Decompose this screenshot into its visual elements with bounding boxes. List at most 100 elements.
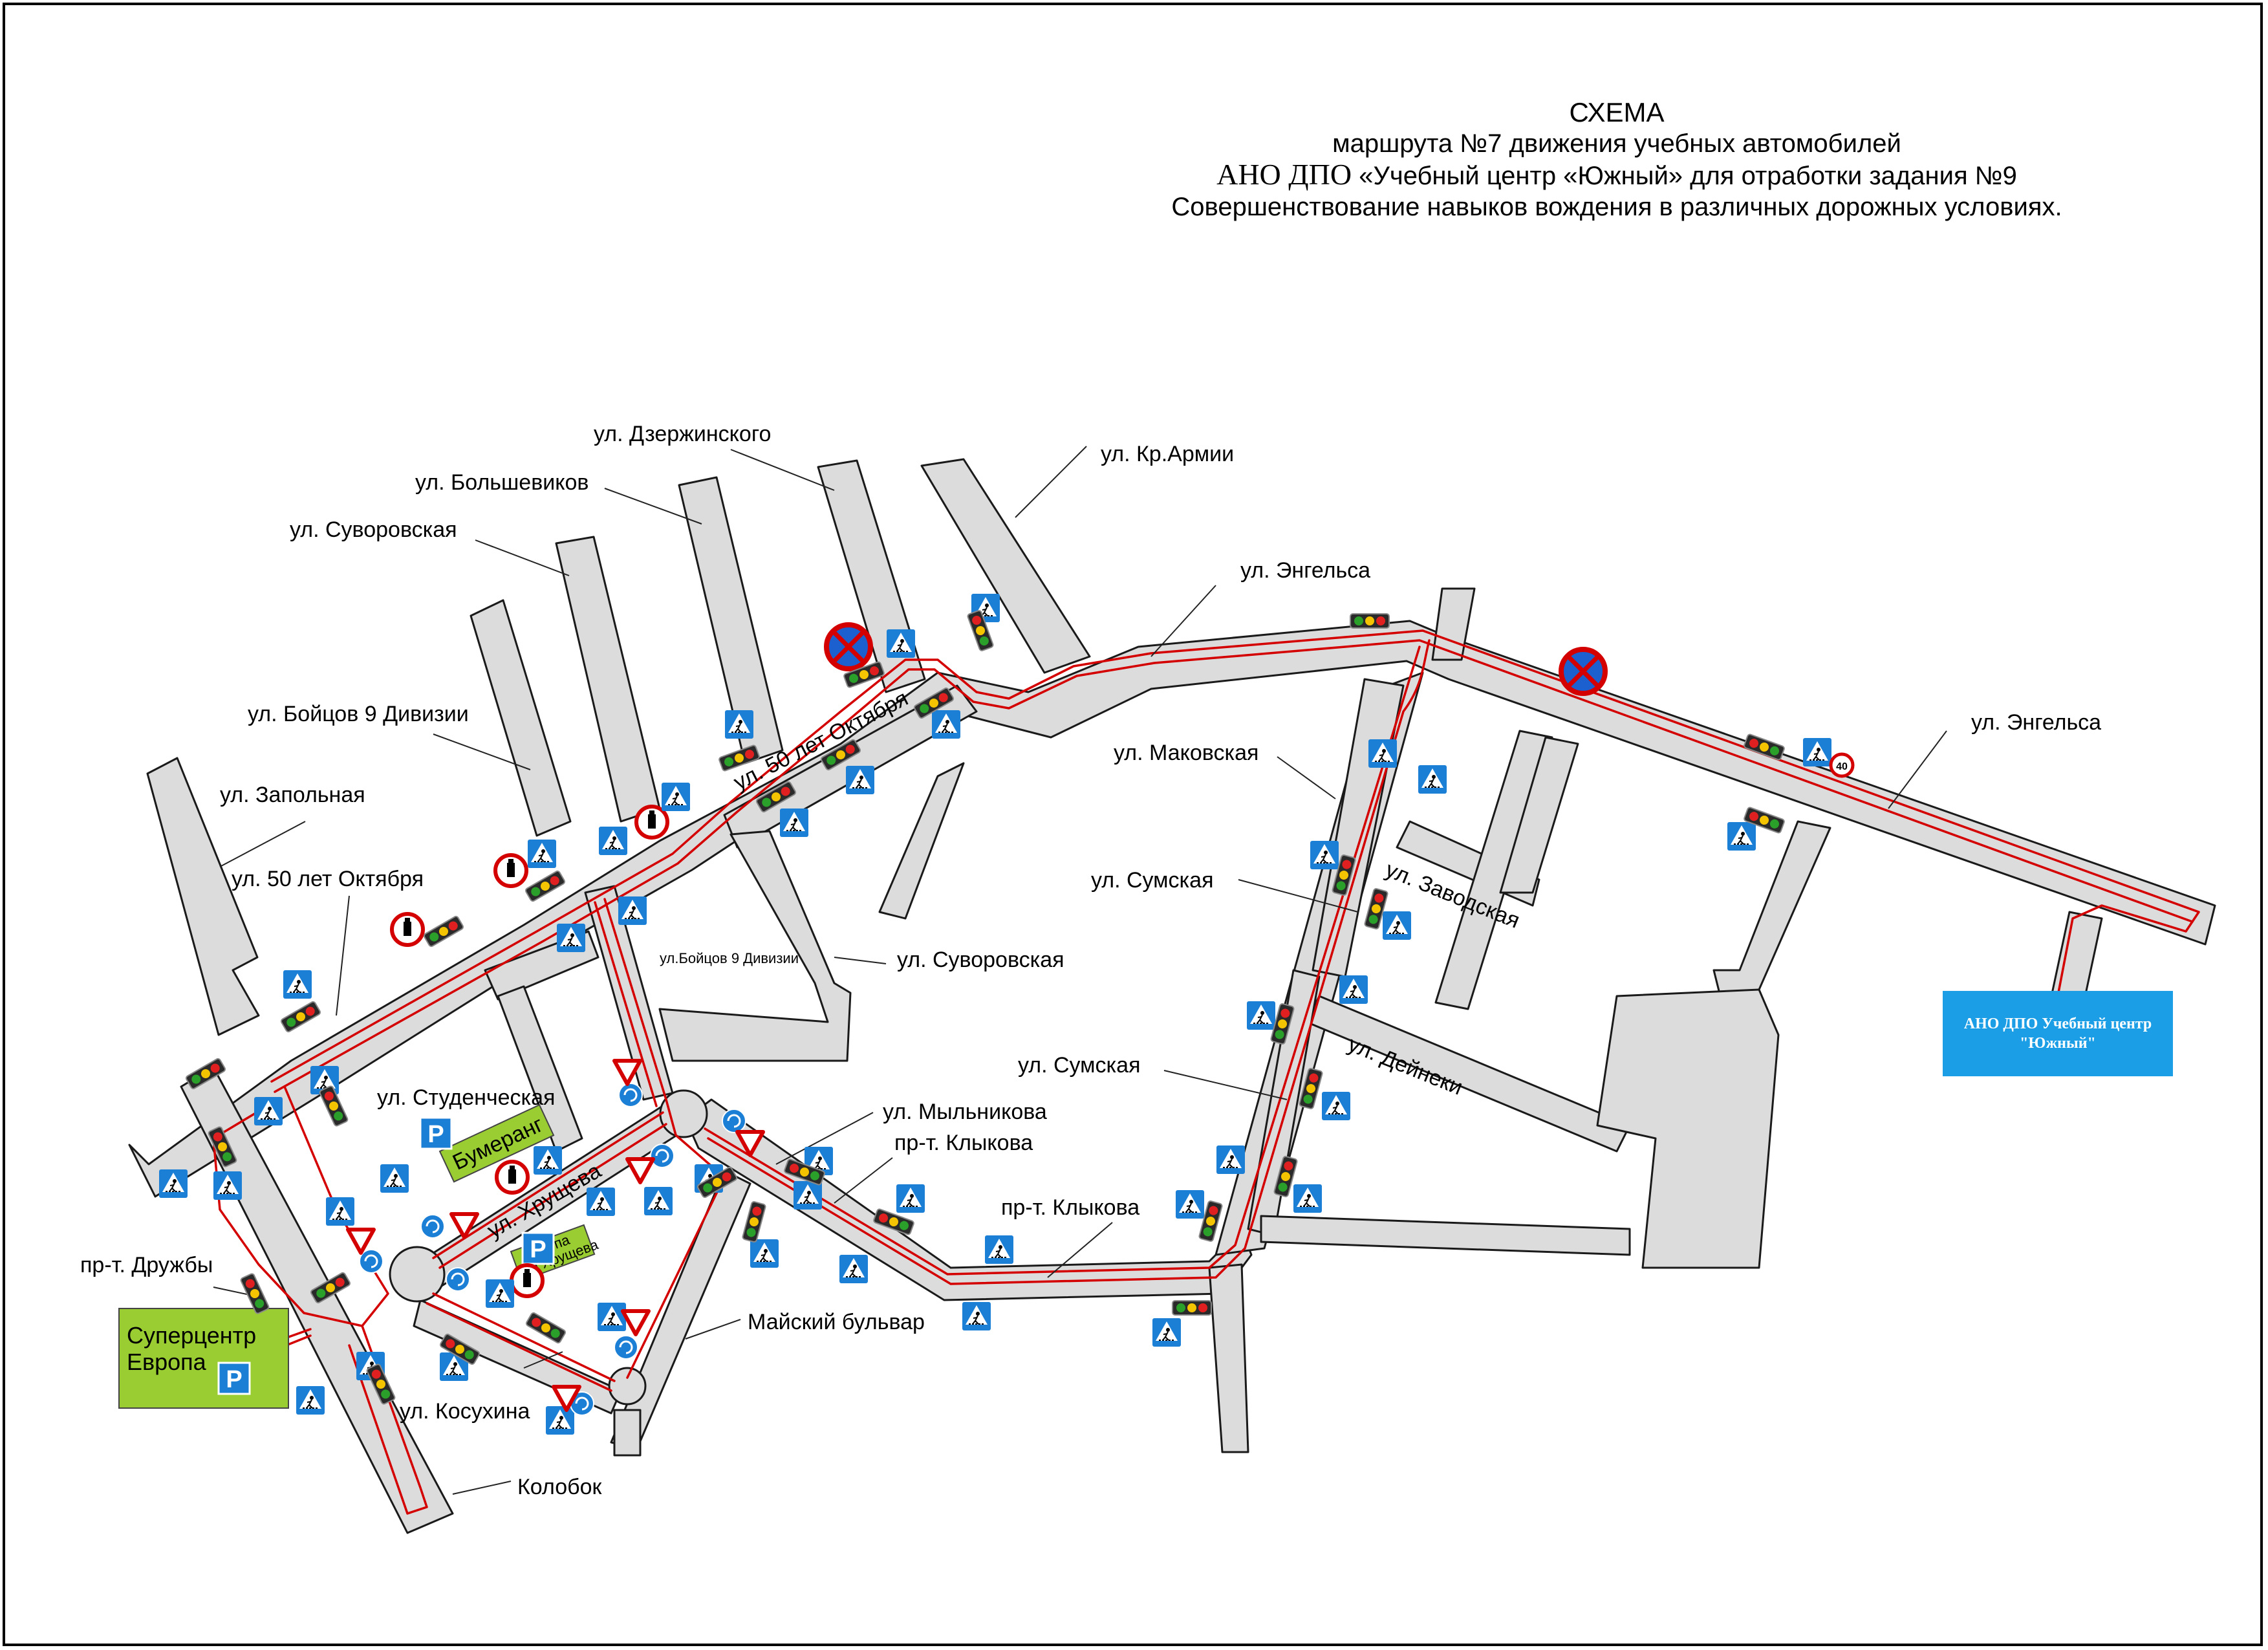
route-main-b — [274, 639, 2194, 1093]
speed-limit-value: 40 — [1836, 761, 1848, 772]
label-maiskiy: Майский бульвар — [748, 1310, 925, 1334]
label-studencheskaya: ул. Студенческая — [377, 1085, 555, 1110]
title-org-prefix: АНО ДПО — [1216, 158, 1352, 191]
route-sumskaya — [707, 639, 1431, 1285]
label-engelsa-2: ул. Энгельса — [1971, 710, 2101, 735]
traffic-light — [741, 1200, 767, 1243]
label-klykova-1: пр-т. Клыкова — [894, 1131, 1033, 1155]
title-heading: СХЕМА — [1569, 97, 1665, 127]
pedestrian-crossing-sign — [533, 1145, 563, 1175]
speed-limit-sign: 40 — [1829, 752, 1855, 778]
roundabout-mylnikova — [659, 1089, 708, 1138]
pedestrian-crossing-sign — [1339, 975, 1368, 1004]
road-block-diag — [497, 985, 583, 1153]
traffic-light — [422, 915, 465, 948]
label-kolobok: Колобок — [517, 1475, 602, 1499]
label-kosuhina: ул. Косухина — [400, 1399, 530, 1424]
label-let50-1: ул. 50 лет Октября — [232, 867, 424, 891]
pedestrian-crossing-sign — [586, 1187, 616, 1217]
label-zapolnaya: ул. Запольная — [220, 783, 365, 807]
pedestrian-crossing-sign — [1293, 1184, 1323, 1213]
roundabout-sign — [721, 1108, 747, 1134]
label-bolshevikov: ул. Большевиков — [415, 470, 589, 495]
pedestrian-crossing-sign — [283, 970, 312, 999]
label-suvorovskaya-mid: ул. Суворовская — [897, 948, 1064, 972]
school-line1: АНО ДПО Учебный центр — [1963, 1015, 2152, 1032]
roundabout-sign — [445, 1266, 471, 1292]
pedestrian-crossing-sign — [793, 1180, 823, 1210]
traffic-light — [524, 869, 567, 903]
traffic-light — [1172, 1300, 1212, 1316]
no-trucks-sign — [495, 855, 526, 886]
title-block: СХЕМА маршрута №7 движения учебных автом… — [1009, 97, 2225, 223]
pedestrian-crossing-sign — [984, 1235, 1014, 1265]
parking-sign-europa — [217, 1362, 251, 1395]
label-sumskaya-1: ул. Сумская — [1091, 868, 1213, 893]
yield-sign — [627, 1159, 653, 1182]
pedestrian-crossing-sign — [896, 1184, 925, 1213]
pedestrian-crossing-sign — [1368, 739, 1398, 768]
label-makovskaya: ул. Маковская — [1114, 741, 1258, 765]
pedestrian-crossing-sign — [556, 923, 586, 953]
pedestrian-crossing-sign — [485, 1279, 515, 1308]
pedestrian-crossing-sign — [158, 1169, 188, 1199]
label-dzerzhinskogo: ул. Дзержинского — [594, 422, 771, 446]
label-engelsa-1: ул. Энгельса — [1240, 558, 1370, 583]
school-line2: "Южный" — [2020, 1035, 2096, 1052]
traffic-light — [1350, 613, 1390, 629]
roundabouts — [389, 1089, 708, 1406]
route-hruscheva — [432, 1111, 667, 1269]
supercenter-box — [118, 1308, 289, 1409]
route-boitsov-b — [594, 901, 658, 1107]
pedestrian-crossing-sign — [1216, 1145, 1246, 1175]
pedestrian-crossing-sign — [724, 710, 754, 739]
pedestrian-crossing-sign — [1175, 1189, 1205, 1219]
road-east-bottom — [1260, 1215, 1631, 1256]
pedestrian-crossing-sign — [545, 1406, 575, 1435]
pedestrian-crossing-sign — [1152, 1318, 1182, 1347]
roundabout-sign — [649, 1143, 675, 1169]
pedestrian-crossing-sign — [1727, 821, 1756, 851]
pedestrian-crossing-sign — [1321, 1091, 1351, 1121]
roundabout-sign — [358, 1248, 384, 1274]
street-labels: ул. Дзержинского ул. Большевиков ул. Сув… — [80, 422, 2101, 1499]
title-line-task: Совершенствование навыков вождения в раз… — [1171, 193, 2062, 221]
pedestrian-crossing-sign — [750, 1239, 779, 1268]
pedestrian-crossing-sign — [527, 839, 557, 869]
route-sumskaya-b — [704, 646, 1421, 1275]
pedestrian-crossing-sign — [1246, 1001, 1276, 1030]
pedestrian-crossing-sign — [643, 1186, 673, 1216]
road-deineki — [1305, 995, 1631, 1153]
roundabout-sign — [420, 1213, 446, 1239]
label-klykova-2: пр-т. Клыкова — [1001, 1195, 1139, 1220]
roundabout-sign — [618, 1082, 643, 1108]
road-suvorovskaya-mid — [658, 830, 852, 1062]
traffic-light — [279, 1000, 322, 1034]
no-stopping-sign — [826, 625, 870, 669]
road-bolshevikov — [678, 476, 784, 765]
no-stopping-sign — [1561, 649, 1605, 693]
pedestrian-crossing-sign — [296, 1385, 325, 1415]
roundabout-hruscheva — [389, 1246, 446, 1303]
road-klykova — [684, 1098, 1253, 1301]
pedestrian-crossing-sign — [1418, 765, 1447, 794]
road-suvorovskaya-upper — [555, 536, 661, 823]
leader-lines — [213, 446, 1947, 1495]
road-klykova-vertical — [1208, 1263, 1249, 1453]
pedestrian-crossing-sign — [845, 765, 875, 795]
road-kr-armii — [920, 458, 1091, 674]
label-druzhby: пр-т. Дружбы — [80, 1253, 213, 1277]
title-line-route: маршрута №7 движения учебных автомобилей — [1332, 129, 1901, 158]
label-boitsov-9: ул. Бойцов 9 Дивизии — [248, 702, 469, 726]
no-trucks-sign — [392, 914, 423, 945]
label-mylnikova: ул. Мыльникова — [883, 1100, 1047, 1124]
road-east-block-1 — [1434, 730, 1553, 1010]
pedestrian-crossing-sign — [597, 1302, 627, 1332]
map-frame — [3, 3, 2263, 1646]
pedestrian-crossing-sign — [962, 1301, 991, 1331]
no-trucks-sign — [497, 1162, 528, 1193]
roundabout-sign — [613, 1334, 639, 1360]
label-suvorovskaya-top: ул. Суворовская — [290, 517, 457, 542]
pedestrian-crossing-sign — [618, 896, 647, 926]
